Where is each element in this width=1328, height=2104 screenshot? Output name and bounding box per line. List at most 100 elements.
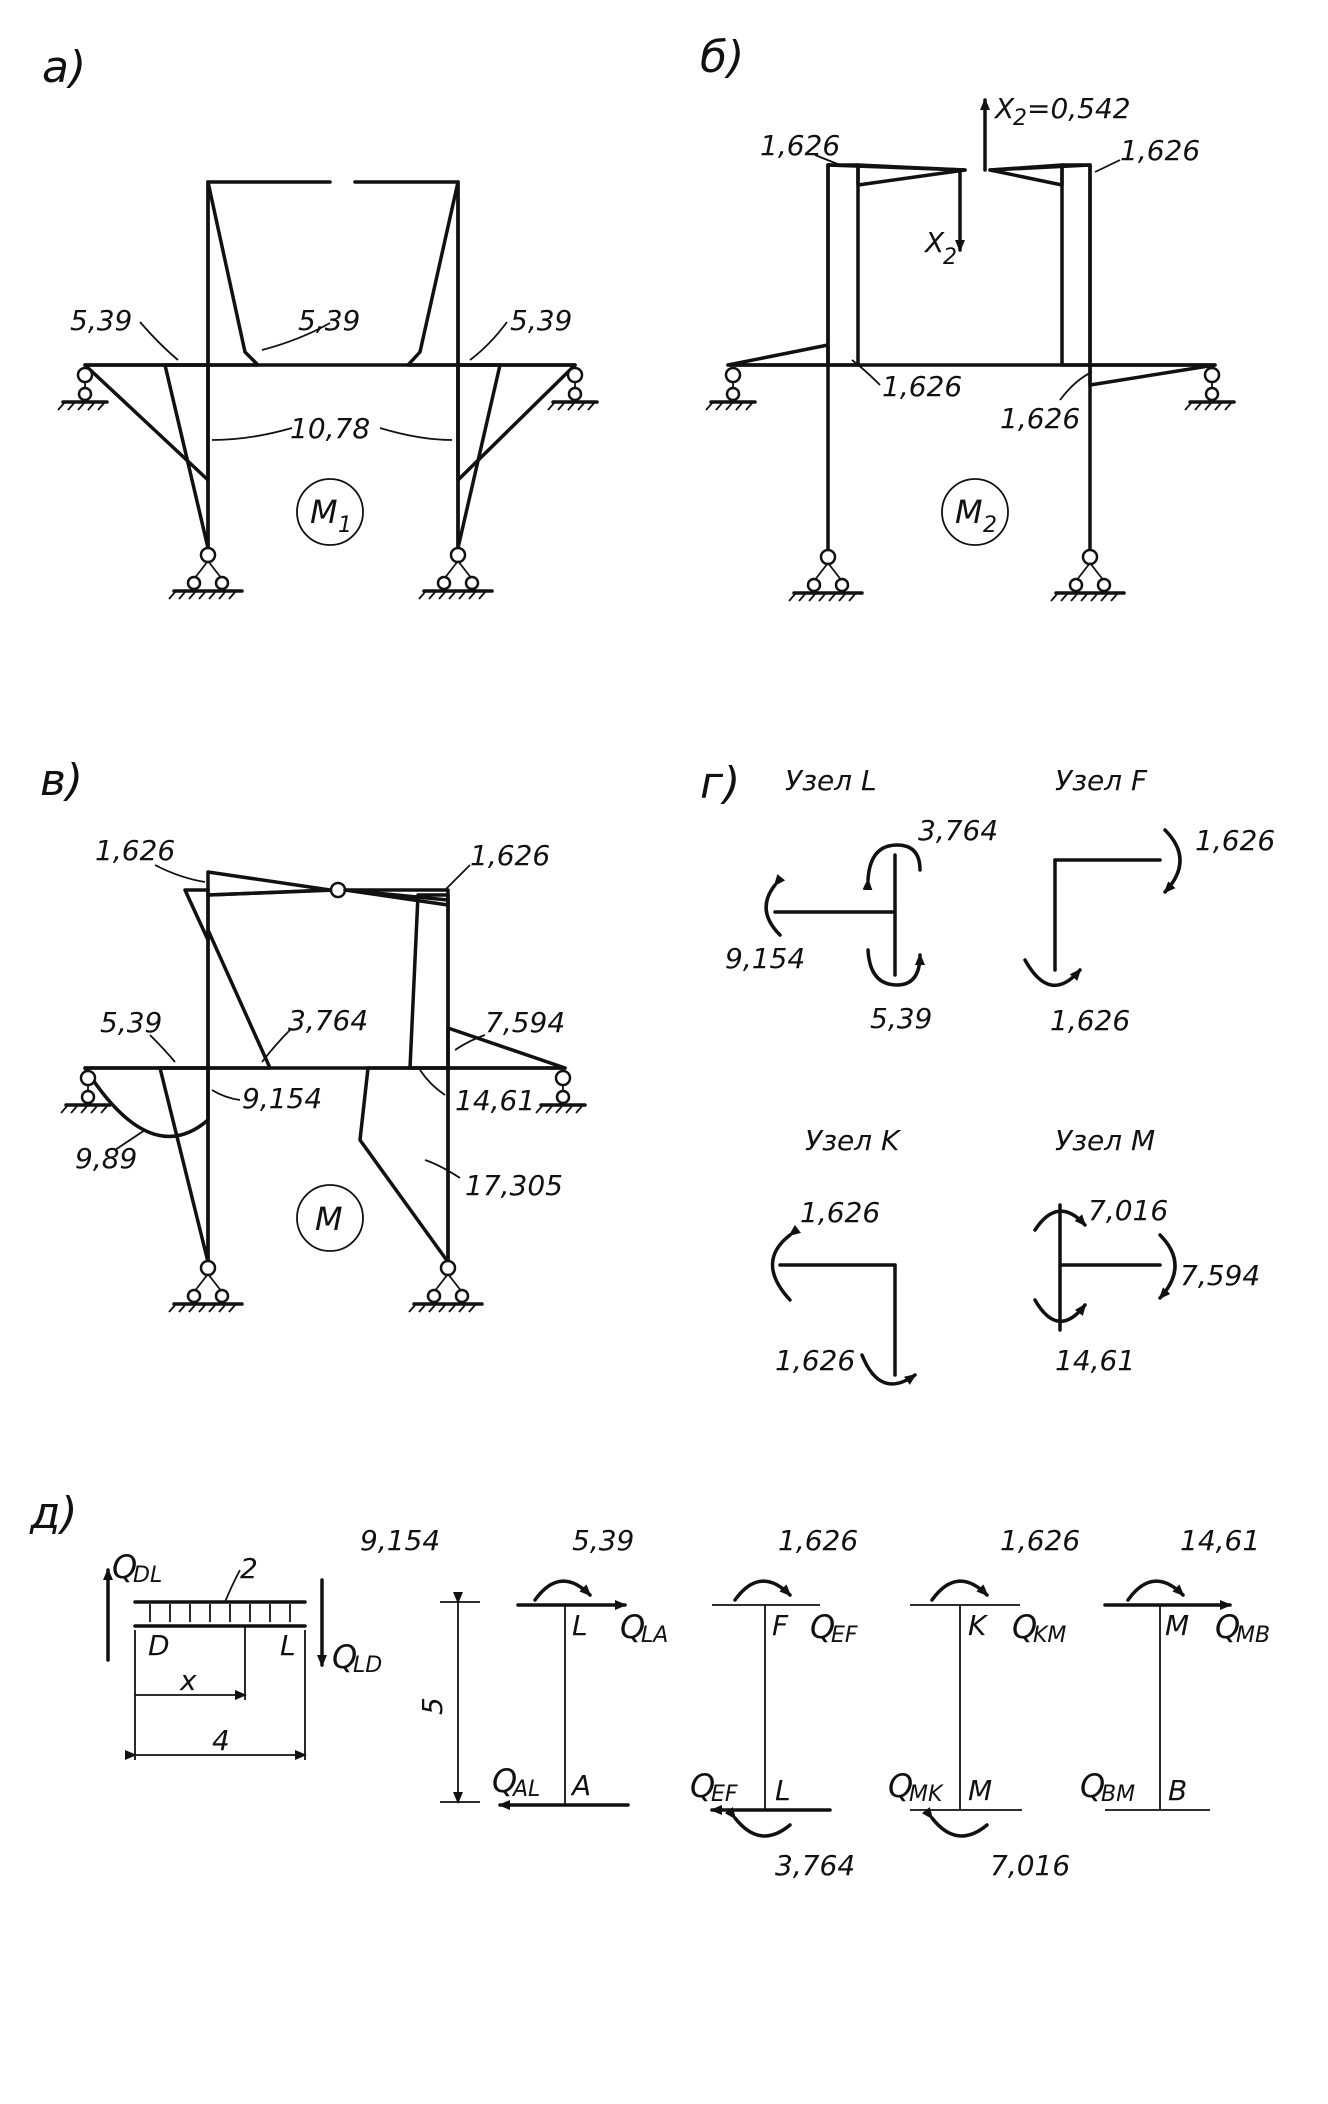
panel-d-label: д) [29,1488,78,1539]
m1-value-center: 5,39 [298,304,360,337]
node-f-moment-right [1163,828,1182,894]
m2-name: M [955,493,983,531]
col2-top-node: F [772,1609,789,1642]
roller-support-a-right [546,366,599,412]
m1-value-bottom: 10,78 [290,412,370,445]
m-value-3764: 3,764 [288,1004,368,1037]
pin-support-v-left [167,1259,244,1314]
m-circle [296,1184,364,1252]
m-value-top-left: 1,626 [95,834,175,867]
m2-tri-right-beam [1088,363,1217,387]
node-f-value-bottom: 1,626 [1050,1004,1130,1037]
roller-support-b-left [704,366,757,412]
panel-g: г) Узел L 3,764 9,154 5,39 Узел F 1,626 … [700,758,1275,1386]
q-ld-letter: Q [332,1638,357,1676]
m2-rect-left [826,163,860,367]
q-ld-sub: LD [353,1653,382,1678]
height-label: 5 [416,1697,449,1715]
node-k-moment-bottom [860,1353,917,1386]
node-l-value-bottom: 5,39 [870,1002,932,1035]
node-m-title: Узел M [1055,1124,1155,1157]
beam-moment-value: 9,154 [360,1524,440,1557]
m1-name: M [310,493,338,531]
roller-support-b-right [1183,366,1236,412]
col3-top-node: K [968,1609,989,1642]
m2-value-left-top: 1,626 [760,129,840,162]
col2-bot-moment: 3,764 [775,1849,855,1882]
col1-bot-q-sub: AL [511,1777,540,1802]
node-m: Узел M 7,016 7,594 14,61 [1033,1124,1260,1377]
m2-tri-right-top [988,163,1064,187]
m2-sub: 2 [983,513,997,538]
pin-support-v-right [407,1259,484,1314]
m-value-7594: 7,594 [485,1006,565,1039]
q-dl-letter: Q [112,1548,137,1586]
node-f-moment-bottom [1023,958,1082,987]
dim-span-label: 4 [212,1724,230,1757]
node-l-moment-top [862,843,922,891]
pin-support-a-right [417,546,494,601]
node-k-moment-left [770,1224,801,1302]
m2-tri-left-beam [726,343,830,367]
m-tri-col-left-lower [206,928,272,1070]
panel-v-label: в) [40,755,83,806]
m-value-9154: 9,154 [242,1082,322,1115]
node-m-value-bottom: 14,61 [1055,1344,1135,1377]
m2-value-left-mid: 1,626 [882,370,962,403]
beam-load-value: 2 [240,1552,258,1585]
q-dl-sub: DL [133,1563,162,1588]
m1-value-left: 5,39 [70,304,132,337]
m2-value-right-top: 1,626 [1120,134,1200,167]
pin-support-b-right [1049,548,1126,603]
pin-support-a-left [167,546,244,601]
beam-dl: 2 Q DL Q LD D L x 4 9,154 [103,1524,440,1760]
m2-circle [941,478,1009,546]
m1-triangle-right-col [456,363,502,550]
node-m-moment-right [1158,1233,1177,1300]
m2-value-right-mid: 1,626 [1000,402,1080,435]
col3-bot-moment: 7,016 [990,1849,1070,1882]
col1-top-q: Q [620,1608,645,1646]
node-m-moment-top [1033,1209,1087,1232]
node-l-value-left: 9,154 [725,942,805,975]
col1-top-q-sub: LA [641,1623,668,1648]
col4-bot-q: Q [1080,1767,1105,1805]
node-f-title: Узел F [1055,764,1148,797]
panel-b-label: б) [700,32,744,83]
node-k-title: Узел K [805,1124,902,1157]
m-tri-right-beam [446,1026,567,1070]
node-l-moment-bottom [866,948,925,987]
col4-top-moment: 14,61 [1180,1524,1260,1557]
node-m-moment-bottom [1033,1298,1087,1324]
m1-circle [296,478,364,546]
node-m-value-right: 7,594 [1180,1259,1260,1292]
m-parabola-left-beam [83,1066,210,1139]
m-trap-col-right-lower [358,1066,450,1264]
roller-support-a-left [56,366,109,412]
col2-top-q: Q [810,1608,835,1646]
node-d-label: D [148,1629,170,1662]
col2-top-moment: 1,626 [778,1524,858,1557]
column-la: 5,39 L Q LA Q AL A [492,1524,668,1810]
col3-top-q: Q [1012,1608,1037,1646]
dim-x-label: x [179,1664,197,1697]
pin-support-b-left [787,548,864,603]
height-dimension: 5 [416,1592,480,1804]
col1-bot-q: Q [492,1762,517,1800]
node-l-label: L [280,1629,296,1662]
col4-bot-node: B [1168,1774,1187,1807]
column-fl: 1,626 F Q EF Q EF L 3,764 [690,1524,858,1882]
panel-d: д) 2 Q DL Q LD D L x 4 9,154 [29,1488,1270,1882]
m1-value-right: 5,39 [510,304,572,337]
m2-rect-right [1060,163,1092,367]
node-l: Узел L 3,764 9,154 5,39 [725,764,998,1035]
m-name: M [315,1200,343,1238]
col4-bot-q-sub: BM [1101,1782,1135,1807]
m1-triangle-left-col [163,363,210,550]
col1-top-moment: 5,39 [572,1524,634,1557]
x2-side-sub: 2 [943,245,957,270]
col3-top-q-sub: KM [1033,1623,1066,1648]
panel-v: в) 1,626 1,626 [40,755,587,1314]
col4-top-node: M [1165,1609,1189,1642]
